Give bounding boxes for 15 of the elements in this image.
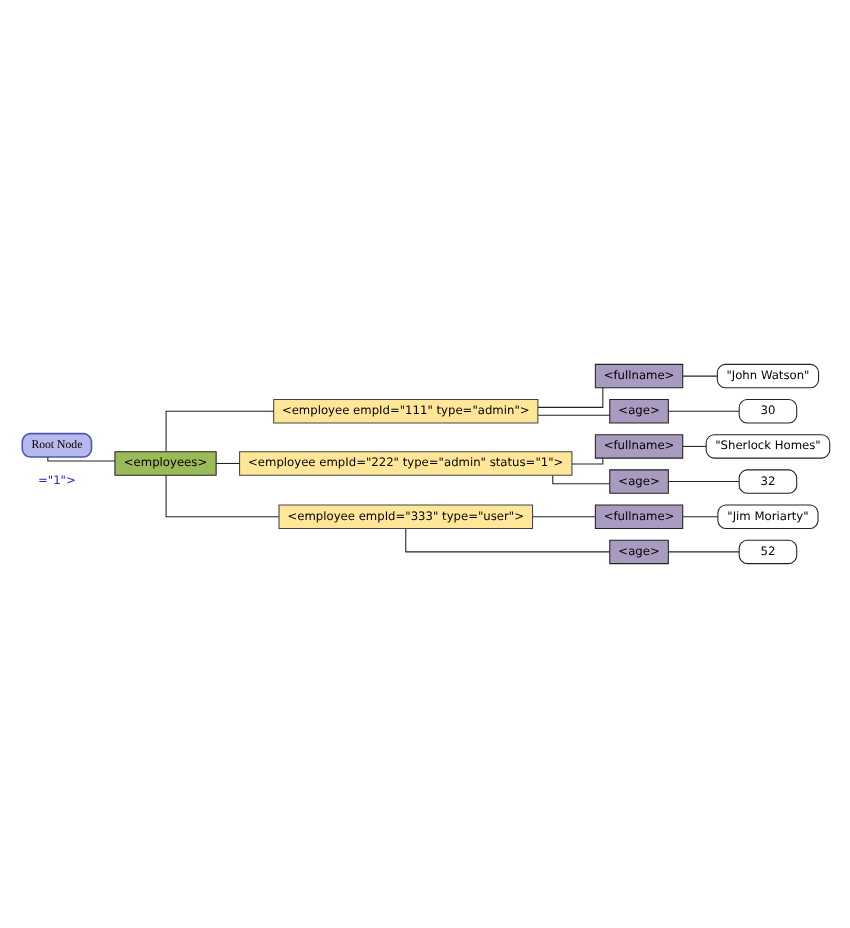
connector <box>667 481 739 483</box>
connector <box>531 516 595 518</box>
connector <box>570 457 603 465</box>
connector <box>214 462 239 464</box>
connector <box>536 387 603 408</box>
connector <box>536 414 610 416</box>
connector <box>667 410 739 412</box>
connector <box>681 516 718 518</box>
connector <box>681 445 706 447</box>
connector <box>164 410 274 452</box>
connector <box>667 551 739 553</box>
connector <box>46 456 115 462</box>
connector <box>551 474 609 485</box>
connector <box>681 375 717 377</box>
connector <box>164 474 279 518</box>
